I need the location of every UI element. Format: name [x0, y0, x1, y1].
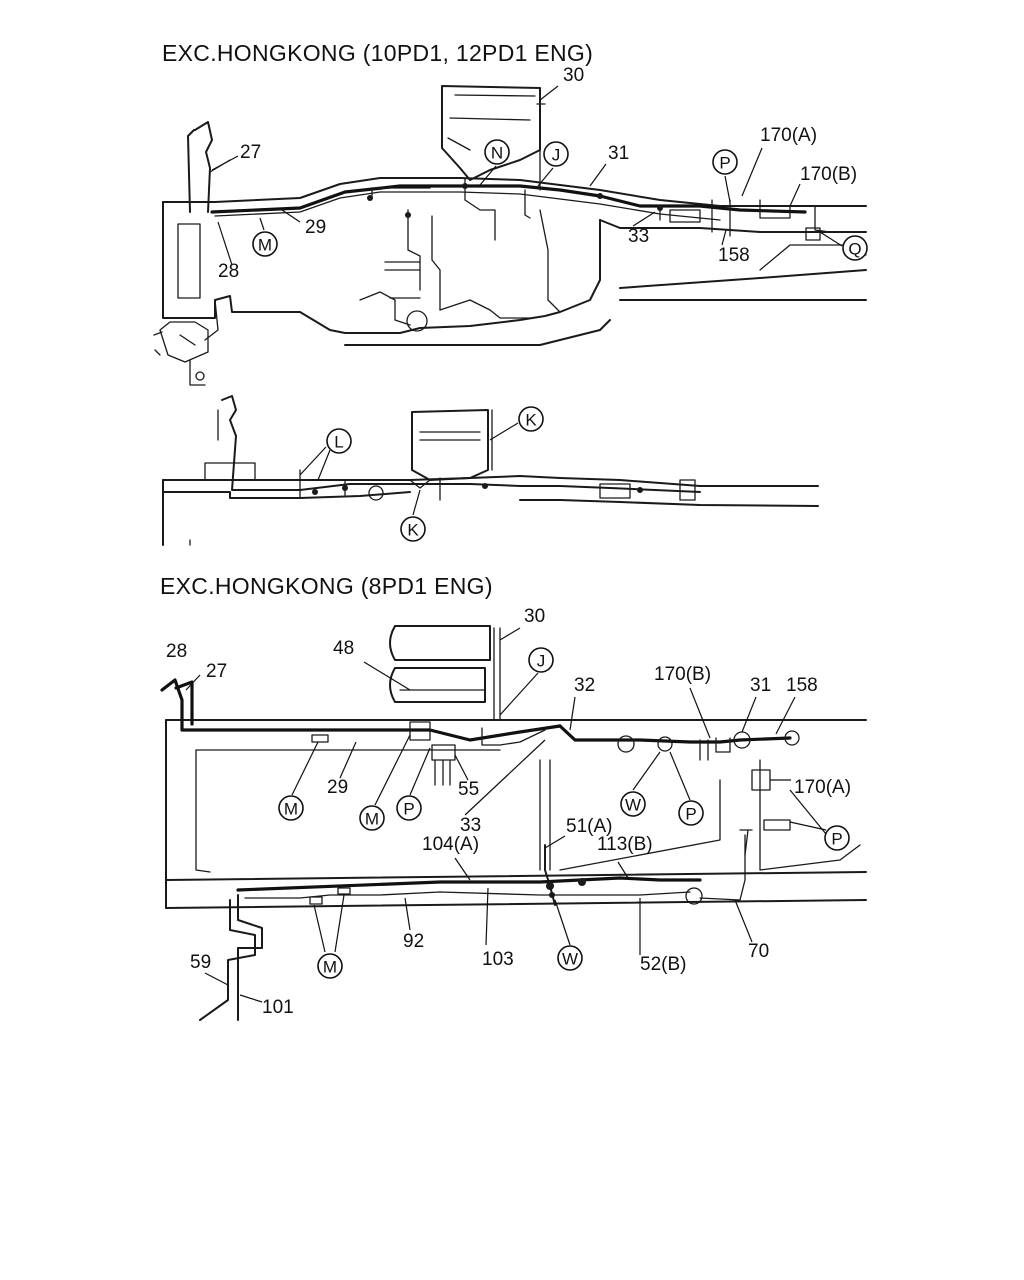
part-number-28: 28	[218, 261, 239, 282]
chassis-frame-1	[162, 177, 867, 346]
svg-text:M: M	[365, 810, 379, 829]
pipe-27	[187, 121, 231, 213]
part-number-170a: 170(A)	[794, 777, 851, 798]
leader-lines	[185, 85, 843, 1003]
reference-marker-j: J	[543, 141, 569, 167]
part-number-70: 70	[748, 941, 769, 962]
part-number-103: 103	[482, 949, 514, 970]
tank-outline-1	[441, 85, 541, 181]
tank-outline-3	[389, 625, 491, 703]
part-number-31: 31	[608, 143, 629, 164]
tank-outline-2	[411, 409, 493, 481]
part-number-48: 48	[333, 638, 354, 659]
svg-text:P: P	[719, 154, 730, 173]
svg-text:J: J	[537, 652, 546, 671]
svg-text:W: W	[562, 950, 578, 969]
part-number-158: 158	[786, 675, 818, 696]
svg-text:M: M	[284, 800, 298, 819]
part-number-callouts: 27 29 28 30 31 33 158 170(A) 170(B) 30 2…	[166, 65, 857, 1018]
section-partial-view	[162, 395, 819, 546]
svg-text:K: K	[525, 411, 537, 430]
section-8pd1: EXC.HONGKONG (8PD1 ENG)	[160, 573, 867, 1021]
svg-text:P: P	[403, 800, 414, 819]
part-number-30: 30	[524, 606, 545, 627]
part-number-29: 29	[305, 217, 326, 238]
part-number-113b: 113(B)	[597, 834, 653, 855]
section-title-3: EXC.HONGKONG (8PD1 ENG)	[160, 573, 493, 599]
part-number-158: 158	[718, 245, 750, 266]
part-number-32: 32	[574, 675, 595, 696]
part-number-31: 31	[750, 675, 771, 696]
part-number-30: 30	[563, 65, 584, 86]
svg-text:W: W	[625, 796, 641, 815]
svg-text:J: J	[552, 146, 561, 165]
svg-text:Q: Q	[848, 240, 861, 259]
reference-marker-p: P	[396, 795, 422, 821]
brake-lines-2	[217, 395, 701, 501]
svg-text:L: L	[334, 433, 343, 452]
chassis-frame-2	[162, 462, 819, 546]
reference-marker-k: K	[518, 406, 544, 432]
part-number-170b: 170(B)	[800, 164, 857, 185]
part-number-27: 27	[206, 661, 227, 682]
reference-marker-k: K	[400, 516, 426, 542]
reference-marker-w: W	[557, 945, 583, 971]
reference-marker-p: P	[824, 825, 850, 851]
part-number-51a: 51(A)	[566, 816, 612, 837]
svg-text:M: M	[323, 958, 337, 977]
reference-marker-m: M	[359, 805, 385, 831]
reference-marker-m: M	[278, 795, 304, 821]
section-10pd1-12pd1: EXC.HONGKONG (10PD1, 12PD1 ENG)	[153, 40, 867, 386]
brake-lines-3	[160, 627, 800, 1021]
reference-markers: M N J P Q L K K J M M P W P P M W	[252, 139, 868, 979]
part-number-101: 101	[262, 997, 294, 1018]
part-number-170b: 170(B)	[654, 664, 711, 685]
part-number-28: 28	[166, 641, 187, 662]
part-number-170a: 170(A)	[760, 125, 817, 146]
svg-text:K: K	[407, 521, 419, 540]
reference-marker-p: P	[678, 800, 704, 826]
reference-marker-m: M	[317, 953, 343, 979]
part-number-55: 55	[458, 779, 479, 800]
part-number-59: 59	[190, 952, 211, 973]
svg-text:N: N	[491, 144, 503, 163]
chassis-frame-3	[165, 719, 867, 909]
reference-marker-n: N	[484, 139, 510, 165]
part-number-104a: 104(A)	[422, 834, 479, 855]
part-number-92: 92	[403, 931, 424, 952]
part-number-27: 27	[240, 142, 261, 163]
part-number-52b: 52(B)	[640, 954, 686, 975]
reference-marker-q: Q	[842, 235, 868, 261]
svg-text:M: M	[258, 236, 272, 255]
svg-text:P: P	[685, 805, 696, 824]
reference-marker-l: L	[326, 428, 352, 454]
part-number-33: 33	[628, 226, 649, 247]
brake-lines-1	[153, 99, 831, 386]
reference-marker-j: J	[528, 647, 554, 673]
section-title-1: EXC.HONGKONG (10PD1, 12PD1 ENG)	[162, 40, 593, 66]
part-number-29: 29	[327, 777, 348, 798]
reference-marker-m: M	[252, 231, 278, 257]
reference-marker-p: P	[712, 149, 738, 175]
reference-marker-w: W	[620, 791, 646, 817]
svg-text:P: P	[831, 830, 842, 849]
part-number-33: 33	[460, 815, 481, 836]
